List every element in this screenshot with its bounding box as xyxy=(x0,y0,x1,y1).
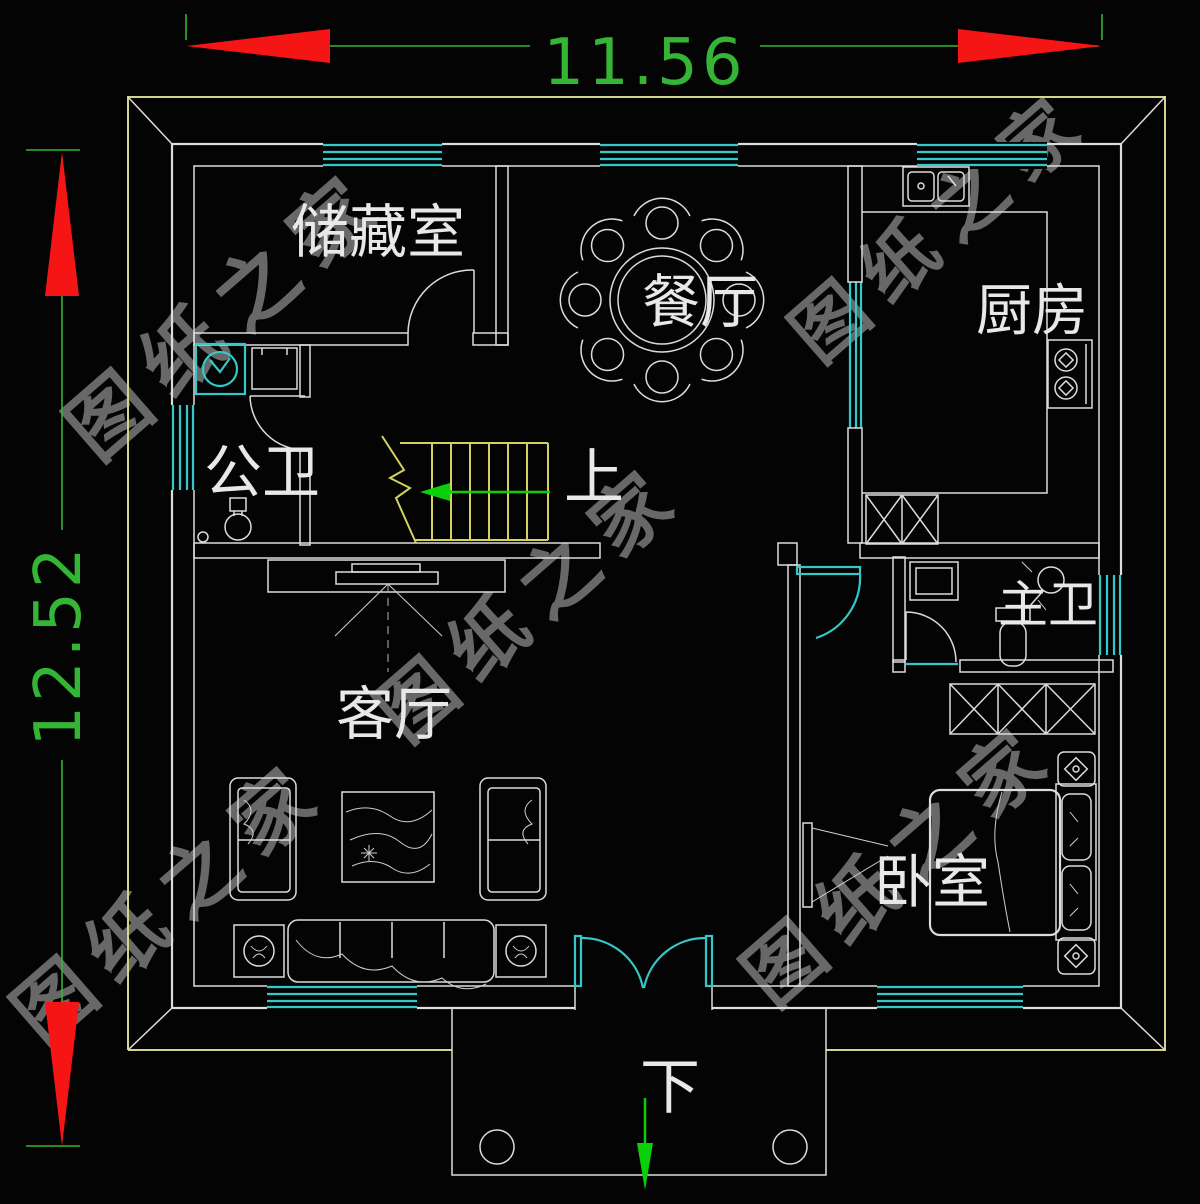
kitchen-counter xyxy=(862,211,1048,494)
doors xyxy=(249,269,958,989)
entry-direction-arrow xyxy=(637,1098,653,1190)
master-bath-shower xyxy=(1021,561,1065,611)
stair-break-line xyxy=(381,435,417,544)
furniture-kitchen xyxy=(862,166,1093,545)
living-side-table-left xyxy=(233,924,285,978)
label-stairs-down: 下 xyxy=(640,1053,700,1123)
dimension-arrow-right xyxy=(958,29,1102,63)
master-bath-washer xyxy=(909,561,959,601)
living-coffee-table xyxy=(341,791,435,883)
bedroom-nightstand-top xyxy=(1057,751,1096,787)
label-storage: 储藏室 xyxy=(291,198,465,266)
door-storage xyxy=(407,269,475,334)
furniture-dining xyxy=(559,197,765,403)
door-corridor xyxy=(795,565,862,640)
label-kitchen: 厨房 xyxy=(976,279,1088,344)
dining-chairs xyxy=(559,197,765,403)
living-side-table-right xyxy=(495,924,547,978)
window-bath xyxy=(170,405,197,490)
bedroom-tv xyxy=(802,822,889,908)
door-bath xyxy=(249,395,306,451)
furniture-master-bath xyxy=(909,561,1065,667)
master-bath-toilet xyxy=(995,607,1031,667)
label-master-bath: 主卫 xyxy=(998,576,1098,634)
window-kitchen xyxy=(917,142,1047,169)
dimension-top-value: 11.56 xyxy=(543,26,746,100)
dimension-left-value: 12.52 xyxy=(22,543,96,746)
living-tv-cabinet xyxy=(267,559,506,672)
bath-washbasin xyxy=(194,342,247,396)
dimension-arrow-left xyxy=(186,29,330,63)
door-entrance-double xyxy=(573,934,714,989)
window-kitchen-west xyxy=(848,282,863,428)
living-side-sofa-left xyxy=(229,777,297,901)
door-master-bath xyxy=(905,611,958,666)
living-side-sofa-right xyxy=(479,777,547,901)
dining-table xyxy=(609,247,715,353)
label-bedroom: 卧室 xyxy=(874,848,990,916)
label-stairs-up: 上 xyxy=(564,443,624,513)
stairs xyxy=(381,435,550,544)
kitchen-flue xyxy=(865,494,939,545)
dimension-top: 11.56 xyxy=(185,14,1103,100)
window-living xyxy=(267,984,417,1011)
kitchen-sink xyxy=(902,166,970,207)
kitchen-stove xyxy=(1047,339,1093,409)
stair-direction-arrow xyxy=(420,483,550,501)
bedroom-bed xyxy=(928,783,1097,941)
porch-column-left xyxy=(479,1129,515,1165)
room-labels: 储藏室 餐厅 厨房 公卫 客厅 主卫 卧室 上 下 xyxy=(204,198,1098,1123)
living-long-sofa xyxy=(287,919,495,990)
window-storage xyxy=(323,142,442,169)
dimension-left: 12.52 xyxy=(22,149,96,1147)
furniture-bedroom xyxy=(802,683,1097,975)
windows xyxy=(170,142,1124,1011)
label-living: 客厅 xyxy=(336,680,452,748)
furniture-living xyxy=(229,559,547,990)
label-dining: 餐厅 xyxy=(642,268,758,336)
dimension-arrow-up xyxy=(45,152,79,296)
bath-floor-drain xyxy=(197,531,209,543)
label-bath: 公卫 xyxy=(204,438,320,506)
bedroom-wardrobe xyxy=(949,683,1096,735)
dimension-arrow-down xyxy=(45,1002,79,1146)
porch-column-right xyxy=(772,1129,808,1165)
window-dining xyxy=(600,142,738,169)
window-master-bath xyxy=(1097,575,1124,655)
bath-washing-machine xyxy=(251,347,298,390)
interior-walls xyxy=(193,165,1114,987)
bedroom-nightstand-bottom xyxy=(1057,937,1096,975)
window-bedroom xyxy=(877,984,1023,1011)
porch xyxy=(451,1008,827,1190)
bath-toilet xyxy=(224,497,252,541)
furniture-bath xyxy=(194,342,298,543)
